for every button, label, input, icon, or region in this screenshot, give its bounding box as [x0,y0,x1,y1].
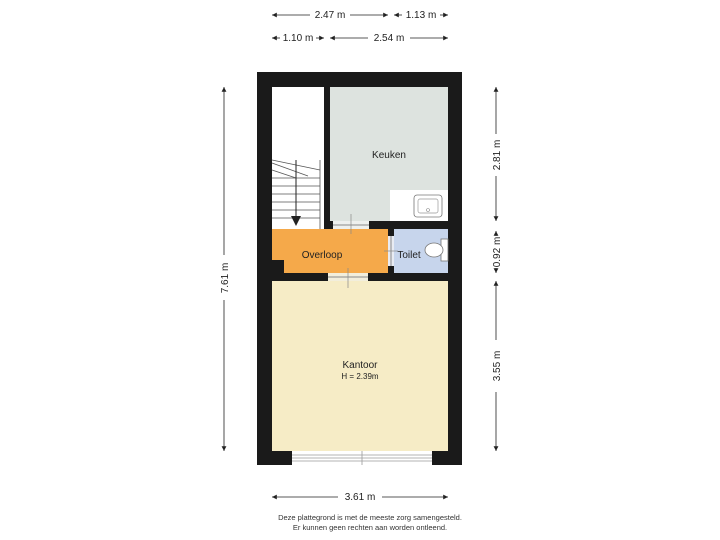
dim-right-mid: 0.92 m [492,237,503,268]
dim-top-row2-right: 2.54 m [374,33,405,44]
dim-right-bottom: 3.55 m [492,351,503,382]
staircase [271,159,321,229]
dim-bottom-total: 3.61 m [345,492,376,503]
label-kantoor: Kantoor [342,360,378,371]
dim-top-row2-left: 1.10 m [283,33,314,44]
disclaimer: Deze plattegrond is met de meeste zorg s… [200,513,540,533]
room-kantoor [272,281,448,451]
disclaimer-line-1: Deze plattegrond is met de meeste zorg s… [278,513,462,522]
dim-top-row1-right: 1.13 m [406,10,437,21]
disclaimer-line-2: Er kunnen geen rechten aan worden ontlee… [292,523,448,532]
dim-top-row1-left: 2.47 m [315,10,346,21]
wall-keuken-overloop [330,221,448,229]
label-kantoor-height: H = 2.39m [341,372,378,381]
toilet-icon [424,238,449,262]
room-overloop [272,229,388,273]
wall-stair-keuken [324,87,330,229]
label-keuken: Keuken [372,150,406,161]
stairwell-area [272,87,324,229]
dim-right-top: 2.81 m [492,140,503,171]
dim-left-total: 7.61 m [220,263,231,294]
label-toilet: Toilet [397,250,421,261]
label-overloop: Overloop [302,250,343,261]
sink-icon [413,194,443,218]
